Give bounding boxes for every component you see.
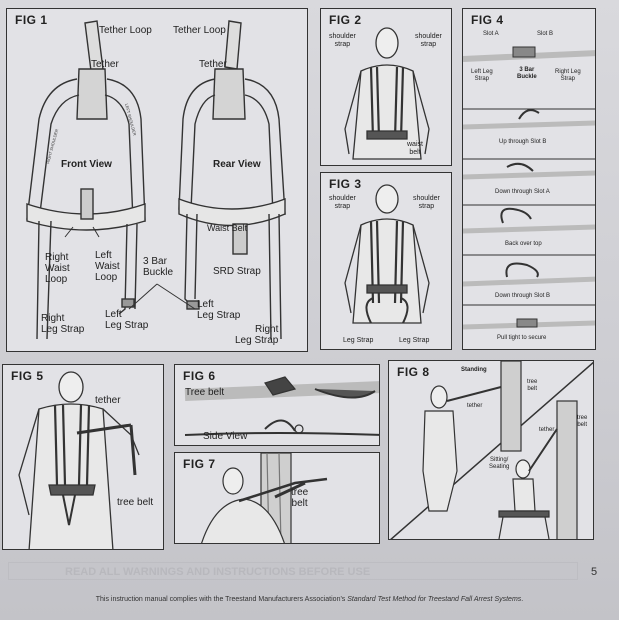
fig1-title: FIG 1 bbox=[15, 13, 48, 27]
faded-warning-heading: READ ALL WARNINGS AND INSTRUCTIONS BEFOR… bbox=[8, 562, 578, 580]
fig4-step4: Down through Slot B bbox=[495, 293, 551, 299]
fig3-panel: FIG 3 shoulder strap shoulder strap Leg … bbox=[320, 172, 452, 350]
fig2-title: FIG 2 bbox=[329, 13, 362, 27]
fig7-person-tree-drawing bbox=[201, 453, 328, 543]
fig1-tether-loop-front: Tether Loop bbox=[99, 25, 152, 36]
fig8-standing: Standing bbox=[461, 367, 487, 373]
fig4-buckle-steps-drawing bbox=[463, 46, 595, 330]
fig8-tether-bottom: tether bbox=[539, 427, 555, 433]
fig5-title: FIG 5 bbox=[11, 369, 44, 383]
fig7-tree-belt: tree belt bbox=[291, 487, 309, 509]
fig2-shoulder-strap-left: shoulder strap bbox=[329, 33, 356, 48]
fig1-tether-front: Tether bbox=[91, 59, 119, 70]
fig4-step1: Up through Slot B bbox=[499, 139, 547, 145]
fig1-waist-belt: Waist Belt bbox=[207, 223, 248, 233]
fig4-title: FIG 4 bbox=[471, 13, 504, 27]
fig4-left-leg-strap: Left Leg Strap bbox=[471, 69, 493, 82]
fig3-shoulder-strap-right: shoulder strap bbox=[413, 195, 440, 210]
compliance-suffix: . bbox=[521, 596, 524, 603]
fig6-tree-belt: Tree belt bbox=[185, 387, 225, 398]
fig3-leg-strap-left: Leg Strap bbox=[343, 337, 374, 344]
fig8-tree-belt-bottom: tree belt bbox=[577, 415, 588, 428]
fig2-shoulder-strap-right: shoulder strap bbox=[415, 33, 442, 48]
compliance-title: Standard Test Method for Treestand Fall … bbox=[347, 596, 522, 603]
fig1-right-waist-loop: Right Waist Loop bbox=[45, 252, 70, 285]
fig1-three-bar-buckle: 3 Bar Buckle bbox=[143, 256, 174, 278]
fig2-person-drawing bbox=[344, 27, 430, 160]
fig2-panel: FIG 2 shoulder strap shoulder strap wais… bbox=[320, 8, 452, 166]
fig7-panel: FIG 7 tree belt bbox=[174, 452, 380, 544]
fig3-title: FIG 3 bbox=[329, 177, 362, 191]
fig3-shoulder-strap-left: shoulder strap bbox=[329, 195, 356, 210]
fig1-srd-strap: SRD Strap bbox=[213, 266, 261, 277]
fig4-panel: FIG 4 Slot A Slot B Left Leg Strap 3 Bar… bbox=[462, 8, 596, 350]
fig5-tree-belt: tree belt bbox=[117, 497, 154, 508]
fig1-harness-drawing: RIGHT SHOULDER LEFT SHOULDER bbox=[26, 20, 286, 340]
fig2-waist-belt: waist belt bbox=[407, 141, 423, 156]
fig1-strap-text-right: LEFT SHOULDER bbox=[124, 103, 137, 136]
fig1-left-leg-strap-rear: Left Leg Strap bbox=[197, 299, 241, 321]
fig8-tether-top: tether bbox=[467, 403, 483, 409]
fig1-rear-view: Rear View bbox=[213, 159, 261, 170]
fig3-leg-strap-right: Leg Strap bbox=[399, 337, 430, 344]
page-number: 5 bbox=[591, 566, 598, 578]
fig5-panel: FIG 5 tether tree belt bbox=[2, 364, 164, 550]
fig1-strap-text-left: RIGHT SHOULDER bbox=[45, 128, 59, 164]
fig8-tree-belt-top: tree belt bbox=[527, 379, 538, 392]
fig4-slot-b: Slot B bbox=[537, 31, 554, 37]
fig4-step5: Pull tight to secure bbox=[497, 335, 547, 341]
fig5-tether: tether bbox=[95, 395, 121, 406]
fig7-title: FIG 7 bbox=[183, 457, 216, 471]
fig4-step2: Down through Slot A bbox=[495, 189, 550, 195]
fig6-title: FIG 6 bbox=[183, 369, 216, 383]
fig4-step3: Back over top bbox=[505, 241, 542, 247]
fig8-panel: FIG 8 Standing tree belt tether tree bel… bbox=[388, 360, 594, 540]
fig6-panel: FIG 6 Tree belt Side View bbox=[174, 364, 380, 446]
fig1-panel: FIG 1 RIGHT SHOULDER bbox=[6, 8, 308, 352]
fig1-right-leg-strap-rear: Right Leg Strap bbox=[235, 324, 279, 346]
fig8-standing-sitting-drawing bbox=[390, 361, 593, 539]
fig1-tether-rear: Tether bbox=[199, 59, 227, 70]
compliance-prefix: This instruction manual complies with th… bbox=[95, 596, 348, 603]
fig3-person-drawing bbox=[344, 184, 430, 324]
fig6-tree-belt-drawing bbox=[184, 376, 379, 436]
fig6-side-view: Side View bbox=[203, 431, 248, 442]
fig8-sitting: Sitting/ Seating bbox=[489, 457, 510, 470]
fig5-person-drawing bbox=[18, 371, 140, 549]
fig1-left-waist-loop: Left Waist Loop bbox=[95, 250, 120, 283]
fig8-title: FIG 8 bbox=[397, 365, 430, 379]
fig4-right-leg-strap: Right Leg Strap bbox=[555, 69, 581, 82]
fig1-front-view: Front View bbox=[61, 159, 112, 170]
fig4-slot-a: Slot A bbox=[483, 31, 499, 37]
fig1-right-leg-strap-front: Right Leg Strap bbox=[41, 313, 85, 335]
fig1-left-leg-strap-front: Left Leg Strap bbox=[105, 309, 149, 331]
compliance-footer: This instruction manual complies with th… bbox=[0, 596, 619, 603]
fig4-three-bar-buckle: 3 Bar Buckle bbox=[517, 67, 537, 80]
fig1-tether-loop-rear: Tether Loop bbox=[173, 25, 226, 36]
